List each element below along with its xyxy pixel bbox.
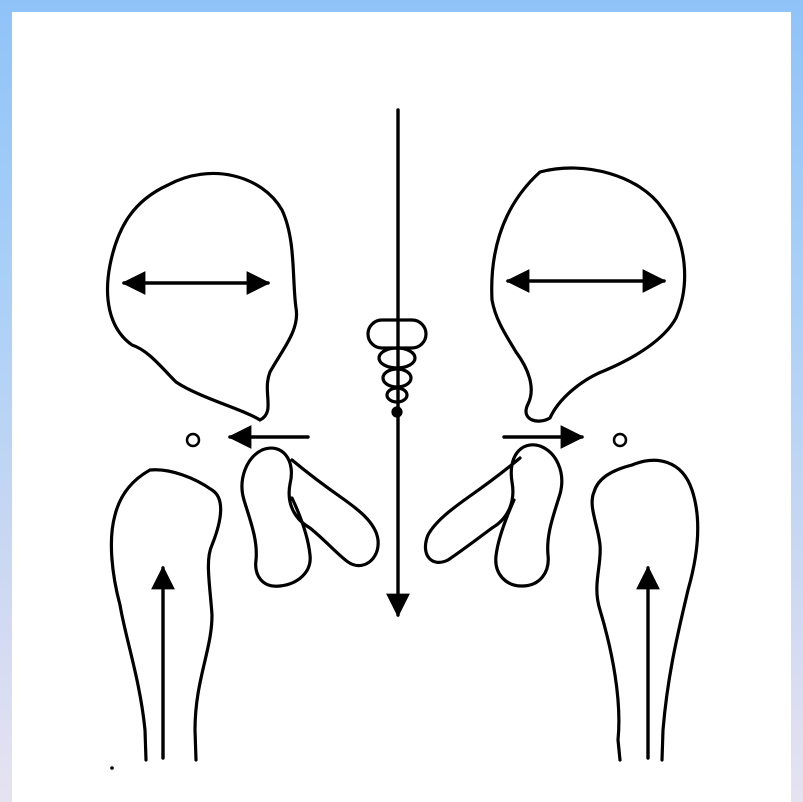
stray-dot bbox=[110, 766, 114, 770]
left-ilium bbox=[108, 173, 297, 420]
right-ilium bbox=[492, 168, 685, 421]
right-femur bbox=[592, 460, 698, 760]
left-femur bbox=[111, 470, 220, 760]
left-hip-marker bbox=[187, 434, 199, 446]
left-obturator bbox=[242, 448, 378, 586]
right-obturator bbox=[425, 445, 561, 586]
right-hip-marker bbox=[614, 434, 626, 446]
